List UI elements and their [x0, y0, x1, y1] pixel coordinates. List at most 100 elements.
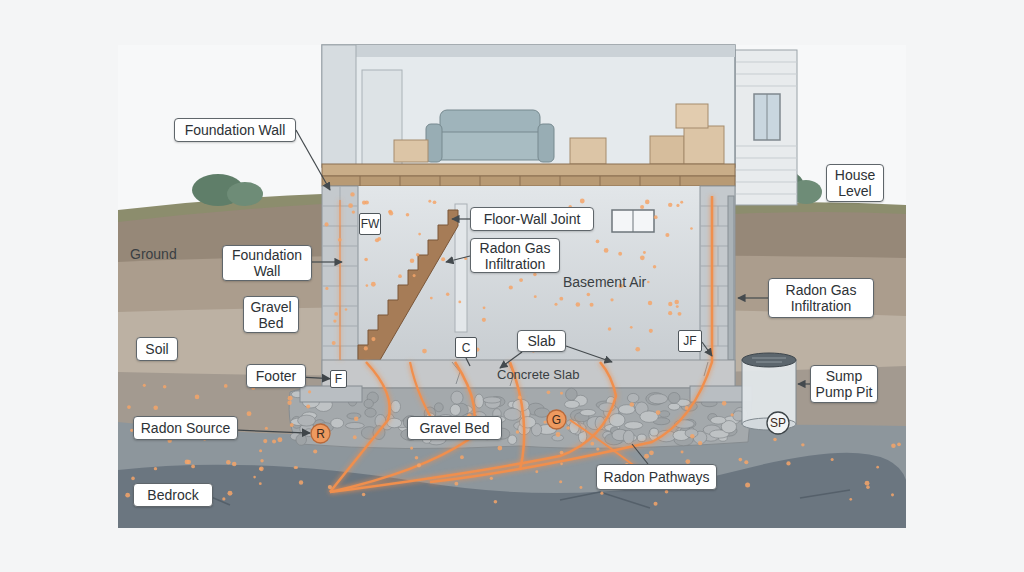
- callout-box: Floor-Wall Joint: [470, 207, 594, 231]
- node-text: Slab: [527, 333, 555, 349]
- radon-particle: [259, 467, 264, 472]
- radon-particle: [143, 384, 146, 387]
- node-text: C: [462, 340, 471, 356]
- radon-particle: [324, 222, 328, 226]
- radon-particle: [259, 482, 262, 485]
- slab-crack: [452, 362, 708, 386]
- gravel-stone: [566, 388, 578, 400]
- node-text: House Level: [831, 167, 879, 199]
- radon-particle: [410, 259, 414, 263]
- radon-particle: [698, 441, 702, 445]
- node-text: Footer: [256, 368, 296, 384]
- radon-particle: [306, 404, 310, 408]
- tag-box: C: [455, 337, 477, 358]
- leader-line: [566, 346, 612, 362]
- gravel-stone: [564, 400, 579, 408]
- house-siding: [735, 50, 797, 205]
- radon-particle: [295, 466, 298, 469]
- radon-particle: [365, 200, 369, 204]
- radon-particle: [352, 210, 355, 213]
- radon-pathway: [570, 420, 640, 470]
- cardboard-box: [650, 136, 684, 164]
- radon-particle: [153, 405, 158, 410]
- radon-particle: [418, 233, 421, 236]
- radon-particle: [163, 385, 167, 389]
- radon-particle: [891, 493, 894, 496]
- radon-particle: [560, 392, 563, 395]
- radon-particle: [560, 451, 564, 455]
- gravel-stone: [649, 394, 668, 404]
- radon-particle: [643, 251, 646, 254]
- ceiling: [322, 45, 735, 57]
- radon-particle: [398, 274, 402, 278]
- house-window: [754, 94, 780, 140]
- gravel-stone: [504, 408, 521, 420]
- radon-particle: [325, 287, 328, 290]
- gravel-stone: [624, 422, 642, 429]
- radon-particle: [640, 205, 644, 209]
- node-text: Radon Gas Infiltration: [773, 282, 869, 314]
- bush: [227, 182, 263, 206]
- radon-particle: [299, 480, 303, 484]
- radon-particle: [618, 252, 622, 256]
- node-text: Foundation Wall: [185, 122, 286, 138]
- block-joint: [322, 186, 735, 360]
- radon-particle: [640, 255, 645, 260]
- radon-particle: [876, 466, 879, 469]
- radon-particle: [610, 298, 613, 301]
- callout-box: Gravel Bed: [407, 416, 502, 440]
- radon-particle: [222, 497, 225, 500]
- radon-particle: [371, 337, 375, 341]
- radon-particle: [417, 463, 421, 467]
- radon-particle: [446, 292, 449, 295]
- basement-window: [612, 210, 654, 232]
- radon-particle: [430, 297, 433, 300]
- radon-particle: [422, 349, 427, 354]
- connector-arrow: [306, 377, 330, 378]
- gravel-stone: [345, 422, 364, 428]
- radon-particle: [654, 502, 658, 506]
- radon-particle: [328, 485, 332, 489]
- gravel-stone: [609, 414, 625, 427]
- node-text: Radon Gas Infiltration: [475, 240, 555, 272]
- radon-particle: [406, 213, 410, 217]
- radon-particle: [224, 384, 228, 388]
- gravel-stone: [580, 409, 596, 415]
- node-text: Soil: [145, 341, 168, 357]
- gravel-stone: [519, 417, 535, 428]
- cardboard-box: [394, 140, 428, 162]
- radon-particle: [891, 443, 896, 448]
- radon-particle: [648, 301, 652, 305]
- callout-box: Radon Gas Infiltration: [470, 238, 560, 273]
- node-text: SP: [770, 415, 786, 431]
- radon-particle: [596, 240, 600, 244]
- radon-particle: [272, 440, 276, 444]
- radon-pathways: [330, 196, 712, 492]
- callout-box: Slab: [517, 330, 566, 352]
- radon-particle: [364, 346, 368, 350]
- radon-particle: [600, 492, 603, 495]
- callout-box: Radon Gas Infiltration: [768, 278, 874, 318]
- radon-particle: [433, 200, 437, 204]
- radon-particle: [410, 447, 413, 450]
- radon-particle: [534, 295, 537, 298]
- circle-outline: [311, 424, 330, 443]
- radon-particle: [338, 238, 342, 242]
- lid-grill: [752, 358, 786, 362]
- radon-particle: [604, 248, 609, 253]
- gravel-stone: [365, 408, 376, 417]
- radon-particle: [547, 391, 551, 395]
- radon-particle: [566, 426, 570, 430]
- radon-particle: [897, 443, 901, 447]
- leader-line: [738, 297, 768, 298]
- radon-particle: [559, 480, 562, 483]
- radon-particle: [579, 486, 582, 489]
- radon-particle: [253, 476, 256, 479]
- radon-particle: [543, 420, 546, 423]
- tag-box: FW: [359, 213, 381, 235]
- window-bar: [633, 210, 634, 232]
- radon-particle: [519, 278, 523, 282]
- radon-particle: [332, 341, 336, 345]
- radon-particle: [773, 438, 776, 441]
- radon-particle: [608, 327, 612, 331]
